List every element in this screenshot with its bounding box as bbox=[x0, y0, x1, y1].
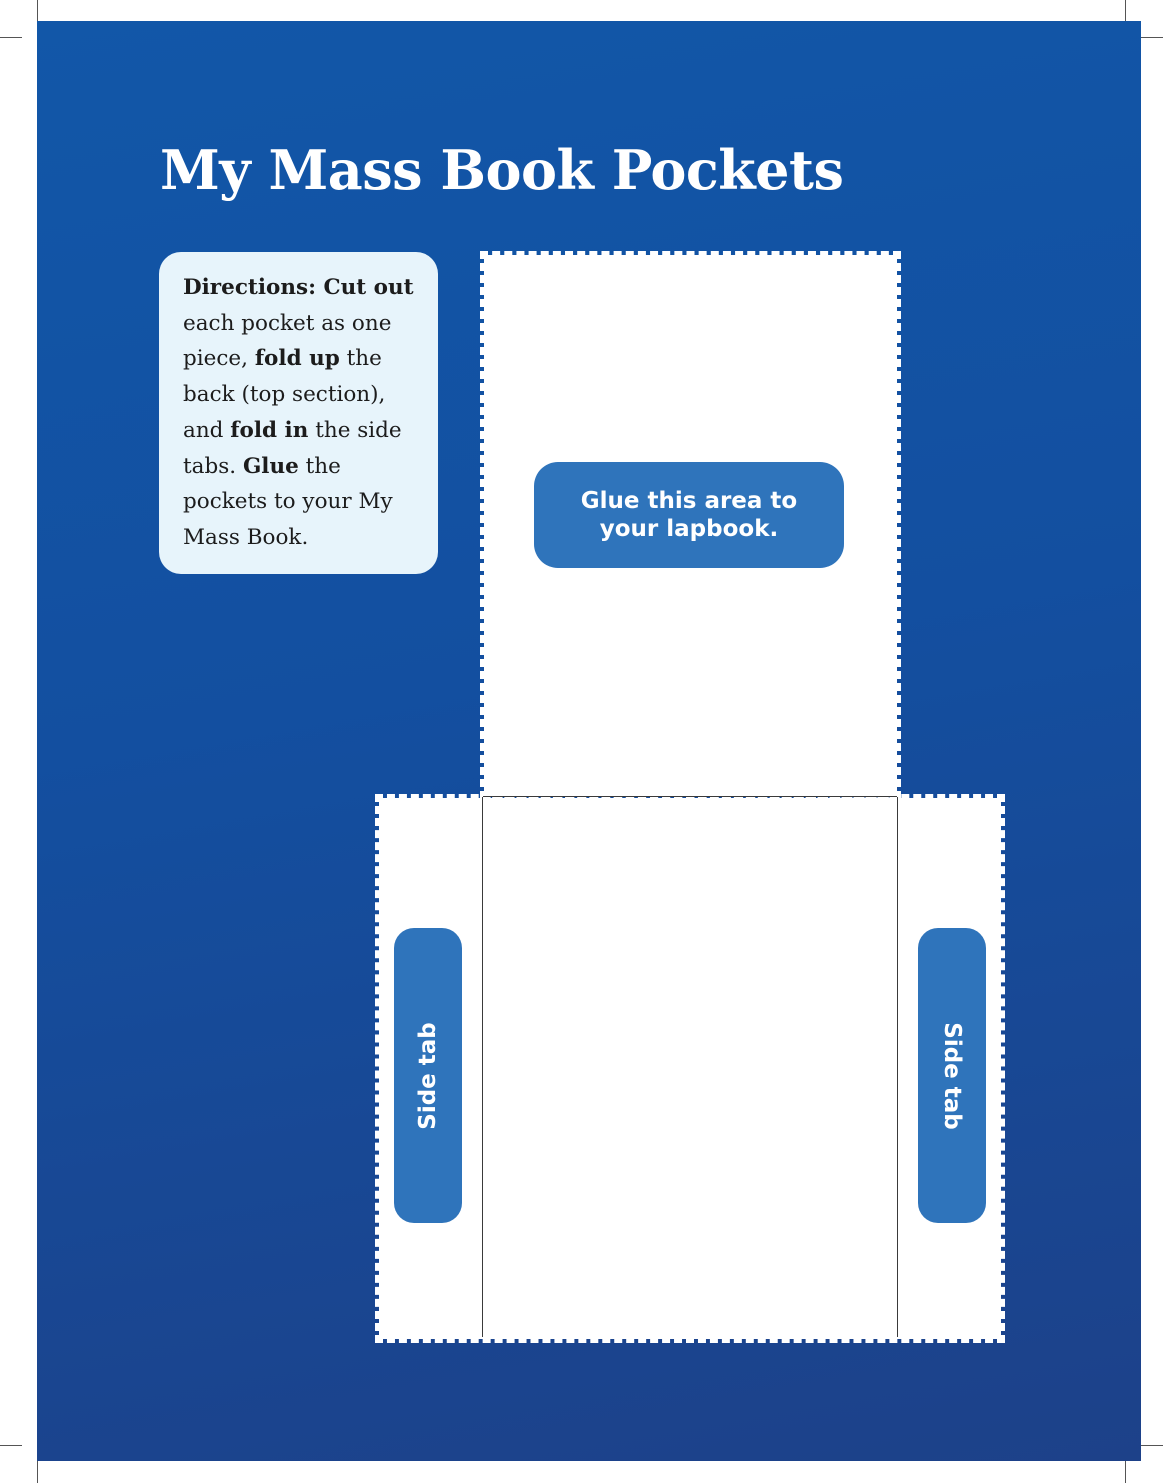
directions-heading: Directions: Cut out bbox=[183, 275, 414, 300]
side-tab-left-label: Side tab bbox=[415, 1021, 441, 1130]
directions-fold-up: fold up bbox=[254, 346, 340, 372]
directions-fold-in: fold in bbox=[230, 417, 309, 443]
directions-glue: Glue bbox=[242, 453, 299, 479]
fold-line-right bbox=[897, 797, 898, 1337]
directions-text-2: the back (top section), and bbox=[183, 346, 386, 443]
side-tab-right-label: Side tab bbox=[939, 1021, 965, 1130]
glue-area-label: Glue this area to your lapbook. bbox=[534, 462, 844, 568]
side-tab-right: Side tab bbox=[918, 928, 986, 1223]
pocket-front-fill bbox=[380, 799, 1000, 1338]
crop-mark bbox=[1125, 0, 1126, 22]
directions-text-3: the side tabs. bbox=[183, 417, 402, 479]
crop-mark bbox=[37, 1461, 38, 1483]
side-tab-left: Side tab bbox=[394, 928, 462, 1223]
crop-mark bbox=[1141, 1445, 1163, 1446]
crop-mark bbox=[37, 0, 38, 22]
fold-line-left bbox=[482, 797, 483, 1337]
crop-mark bbox=[0, 1445, 22, 1446]
crop-mark bbox=[1141, 37, 1163, 38]
directions-text-1: each pocket as one piece, bbox=[183, 310, 392, 372]
glue-area-text: Glue this area to your lapbook. bbox=[580, 488, 798, 542]
page-title: My Mass Book Pockets bbox=[160, 138, 844, 202]
directions-box: Directions: Cut out each pocket as one p… bbox=[159, 252, 438, 574]
crop-mark bbox=[1125, 1461, 1126, 1483]
crop-mark bbox=[0, 37, 22, 38]
fold-line-top bbox=[483, 796, 897, 797]
directions-text: Directions: Cut out each pocket as one p… bbox=[183, 270, 428, 556]
directions-text-4: the pockets to your My Mass Book. bbox=[183, 453, 393, 550]
